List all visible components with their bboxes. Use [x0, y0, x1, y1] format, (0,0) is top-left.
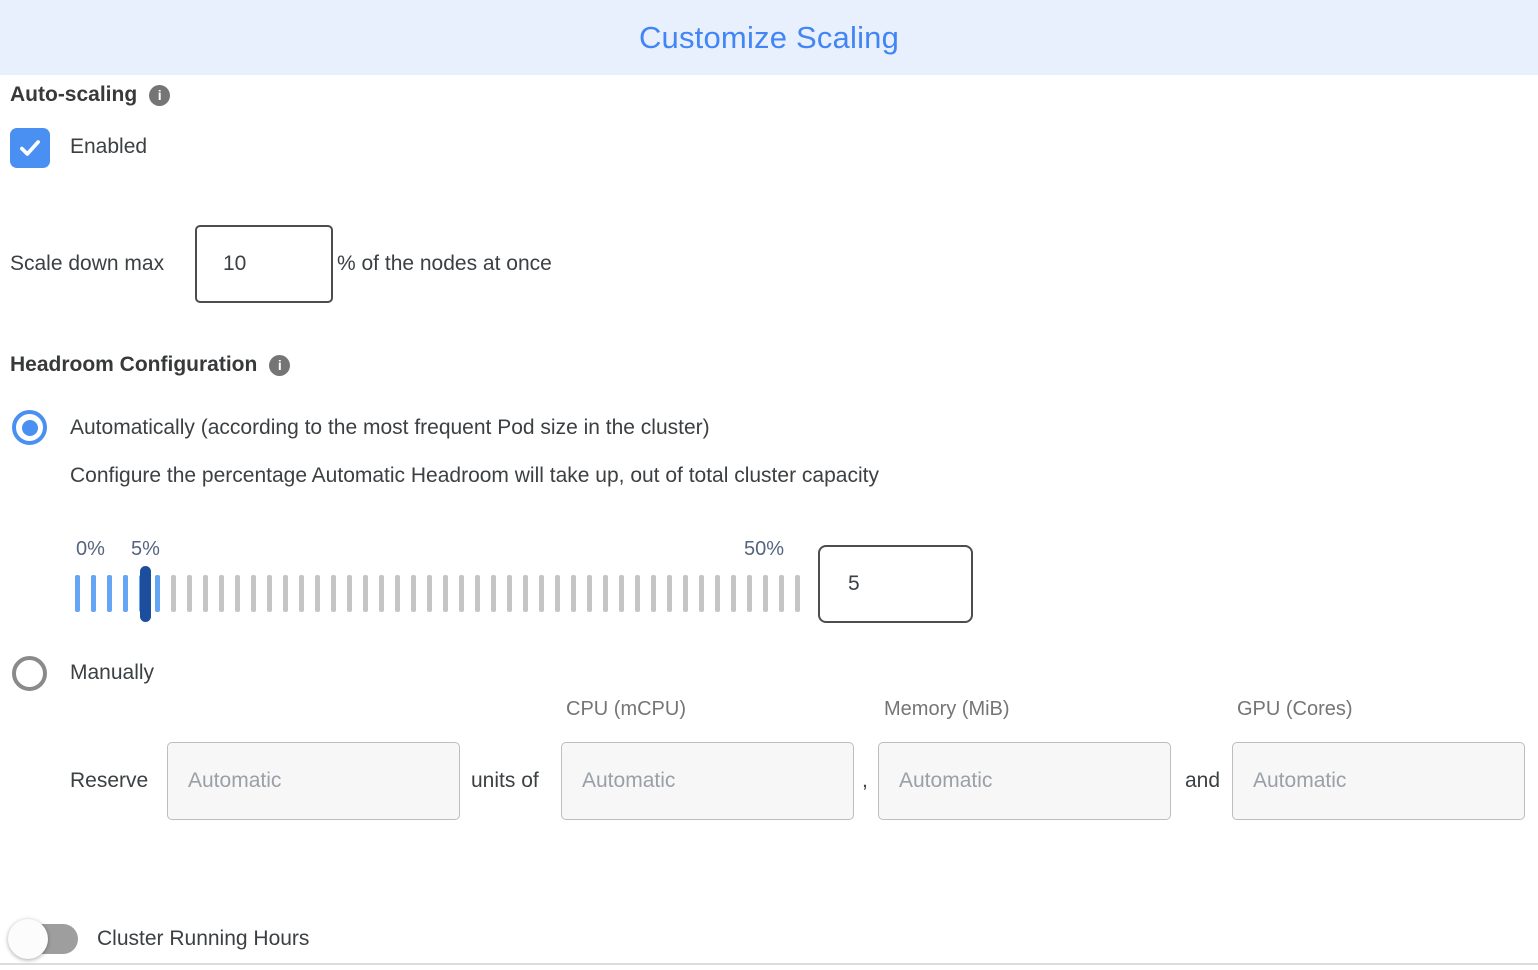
slider-tick	[683, 575, 688, 612]
slider-tick	[667, 575, 672, 612]
slider-tick	[523, 575, 528, 612]
slider-tick	[731, 575, 736, 612]
slider-tick	[123, 575, 128, 612]
slider-tick	[747, 575, 752, 612]
slider-tick	[75, 575, 80, 612]
slider-tick	[219, 575, 224, 612]
slider-tick	[459, 575, 464, 612]
slider-tick	[315, 575, 320, 612]
scale-down-suffix: % of the nodes at once	[337, 252, 552, 275]
and-label: and	[1185, 769, 1221, 792]
reserve-memory-input[interactable]	[878, 742, 1171, 820]
slider-tick	[331, 575, 336, 612]
auto-scaling-heading: Auto-scaling i	[10, 83, 171, 107]
slider-tick	[491, 575, 496, 612]
enabled-label: Enabled	[70, 135, 148, 158]
slider-tick	[171, 575, 176, 612]
slider-tick	[283, 575, 288, 612]
slider-tick	[715, 575, 720, 612]
headroom-label: Headroom Configuration	[10, 353, 258, 376]
slider-tick	[587, 575, 592, 612]
slider-tick	[539, 575, 544, 612]
slider-tick	[107, 575, 112, 612]
headroom-automatic-description: Configure the percentage Automatic Headr…	[70, 464, 879, 487]
auto-scaling-enabled-checkbox[interactable]	[10, 128, 50, 168]
slider-tick	[203, 575, 208, 612]
auto-scaling-label: Auto-scaling	[10, 83, 138, 106]
slider-tick	[155, 575, 160, 612]
scale-down-max-input[interactable]	[195, 225, 333, 303]
toggle-knob[interactable]	[8, 919, 48, 959]
slider-tick	[379, 575, 384, 612]
slider-tick	[507, 575, 512, 612]
slider-current-label: 5%	[131, 538, 160, 560]
slider-tick	[795, 575, 800, 612]
slider-tick	[603, 575, 608, 612]
slider-tick	[299, 575, 304, 612]
headroom-manual-radio[interactable]	[12, 656, 47, 691]
slider-max-label: 50%	[744, 538, 785, 560]
reserve-count-input[interactable]	[167, 742, 460, 820]
headroom-manual-label: Manually	[70, 661, 155, 684]
headroom-slider-ticks[interactable]	[75, 565, 800, 622]
slider-tick	[347, 575, 352, 612]
slider-tick	[475, 575, 480, 612]
headroom-heading: Headroom Configuration i	[10, 353, 291, 377]
slider-tick	[91, 575, 96, 612]
slider-tick	[443, 575, 448, 612]
panel-header: Customize Scaling	[0, 0, 1538, 75]
slider-tick	[763, 575, 768, 612]
reserve-label: Reserve	[70, 769, 149, 792]
scale-down-prefix: Scale down max	[10, 252, 165, 275]
slider-tick	[699, 575, 704, 612]
reserve-cpu-input[interactable]	[561, 742, 854, 820]
gpu-column-header: GPU (Cores)	[1237, 698, 1353, 720]
slider-tick	[571, 575, 576, 612]
memory-column-header: Memory (MiB)	[884, 698, 1010, 720]
page-title: Customize Scaling	[638, 19, 900, 55]
bottom-divider	[0, 963, 1538, 965]
slider-tick	[779, 575, 784, 612]
headroom-automatic-label: Automatically (according to the most fre…	[70, 416, 710, 439]
slider-tick	[395, 575, 400, 612]
cluster-running-hours-label: Cluster Running Hours	[97, 927, 310, 950]
info-icon[interactable]: i	[269, 354, 291, 376]
slider-tick	[251, 575, 256, 612]
slider-tick	[555, 575, 560, 612]
slider-tick	[187, 575, 192, 612]
headroom-automatic-radio[interactable]	[12, 410, 47, 445]
slider-min-label: 0%	[76, 538, 105, 560]
slider-tick	[411, 575, 416, 612]
headroom-percentage-input[interactable]	[818, 545, 973, 623]
cpu-column-header: CPU (mCPU)	[566, 698, 686, 720]
info-icon[interactable]: i	[149, 84, 171, 106]
comma-separator: ,	[862, 769, 868, 792]
slider-tick	[635, 575, 640, 612]
slider-handle[interactable]	[140, 565, 151, 622]
units-of-label: units of	[471, 769, 539, 792]
cluster-running-hours-toggle[interactable]	[8, 919, 78, 959]
slider-tick	[427, 575, 432, 612]
slider-tick	[235, 575, 240, 612]
slider-tick	[651, 575, 656, 612]
slider-tick	[363, 575, 368, 612]
slider-tick	[619, 575, 624, 612]
slider-tick	[267, 575, 272, 612]
checkmark-icon	[20, 140, 40, 156]
reserve-gpu-input[interactable]	[1232, 742, 1525, 820]
